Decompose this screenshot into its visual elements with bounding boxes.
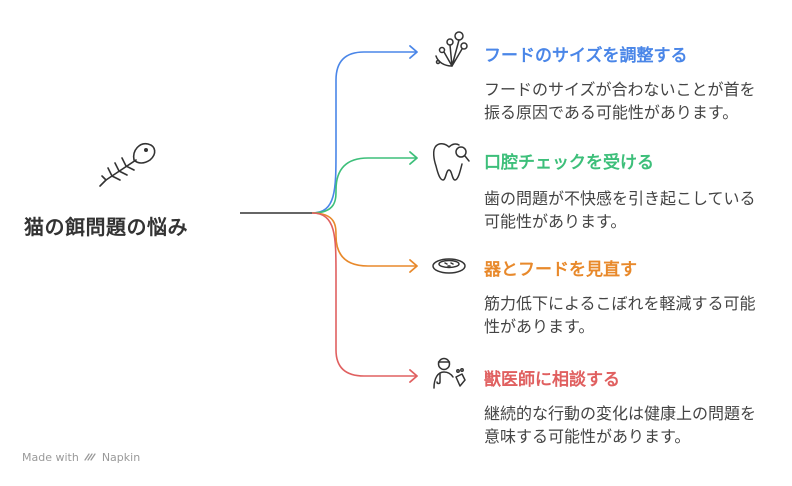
branch-connector-1 xyxy=(311,51,416,214)
tooth-search-icon xyxy=(432,143,470,181)
arrowhead-4 xyxy=(409,369,418,383)
napkin-logo-icon xyxy=(84,453,96,461)
kibble-sizes-icon xyxy=(435,31,468,67)
branch-title-1: フードのサイズを調整する xyxy=(484,46,688,66)
branch-description-3: 筋力低下によるこぼれを軽減する可能性があります。 xyxy=(484,294,756,336)
footer-made-with: Made with xyxy=(22,451,79,464)
root-title: 猫の餌問題の悩み xyxy=(24,215,188,239)
fish-bone-icon xyxy=(99,142,156,187)
arrowhead-2 xyxy=(409,151,418,165)
arrowhead-1 xyxy=(409,45,418,59)
arrowhead-3 xyxy=(409,259,418,273)
branch-connector-2 xyxy=(311,157,416,214)
branch-connector-3 xyxy=(311,212,416,267)
footer-brand: Napkin xyxy=(101,451,141,464)
branch-description-4: 継続的な行動の変化は健康上の問題を意味する可能性があります。 xyxy=(484,404,757,446)
branch-description-2: 歯の問題が不快感を引き起こしている可能性があります。 xyxy=(484,189,756,231)
branch-description-1: フードのサイズが合わないことが首を振る原因である可能性があります。 xyxy=(484,80,756,122)
branch-connector-4 xyxy=(311,212,416,377)
footer-attribution: Made with Napkin xyxy=(22,451,140,464)
branch-title-4: 獣医師に相談する xyxy=(484,370,620,390)
veterinarian-icon xyxy=(433,357,466,389)
branch-title-3: 器とフードを見直す xyxy=(484,260,637,280)
food-bowl-icon xyxy=(432,258,466,274)
branch-title-2: 口腔チェックを受ける xyxy=(484,153,654,173)
